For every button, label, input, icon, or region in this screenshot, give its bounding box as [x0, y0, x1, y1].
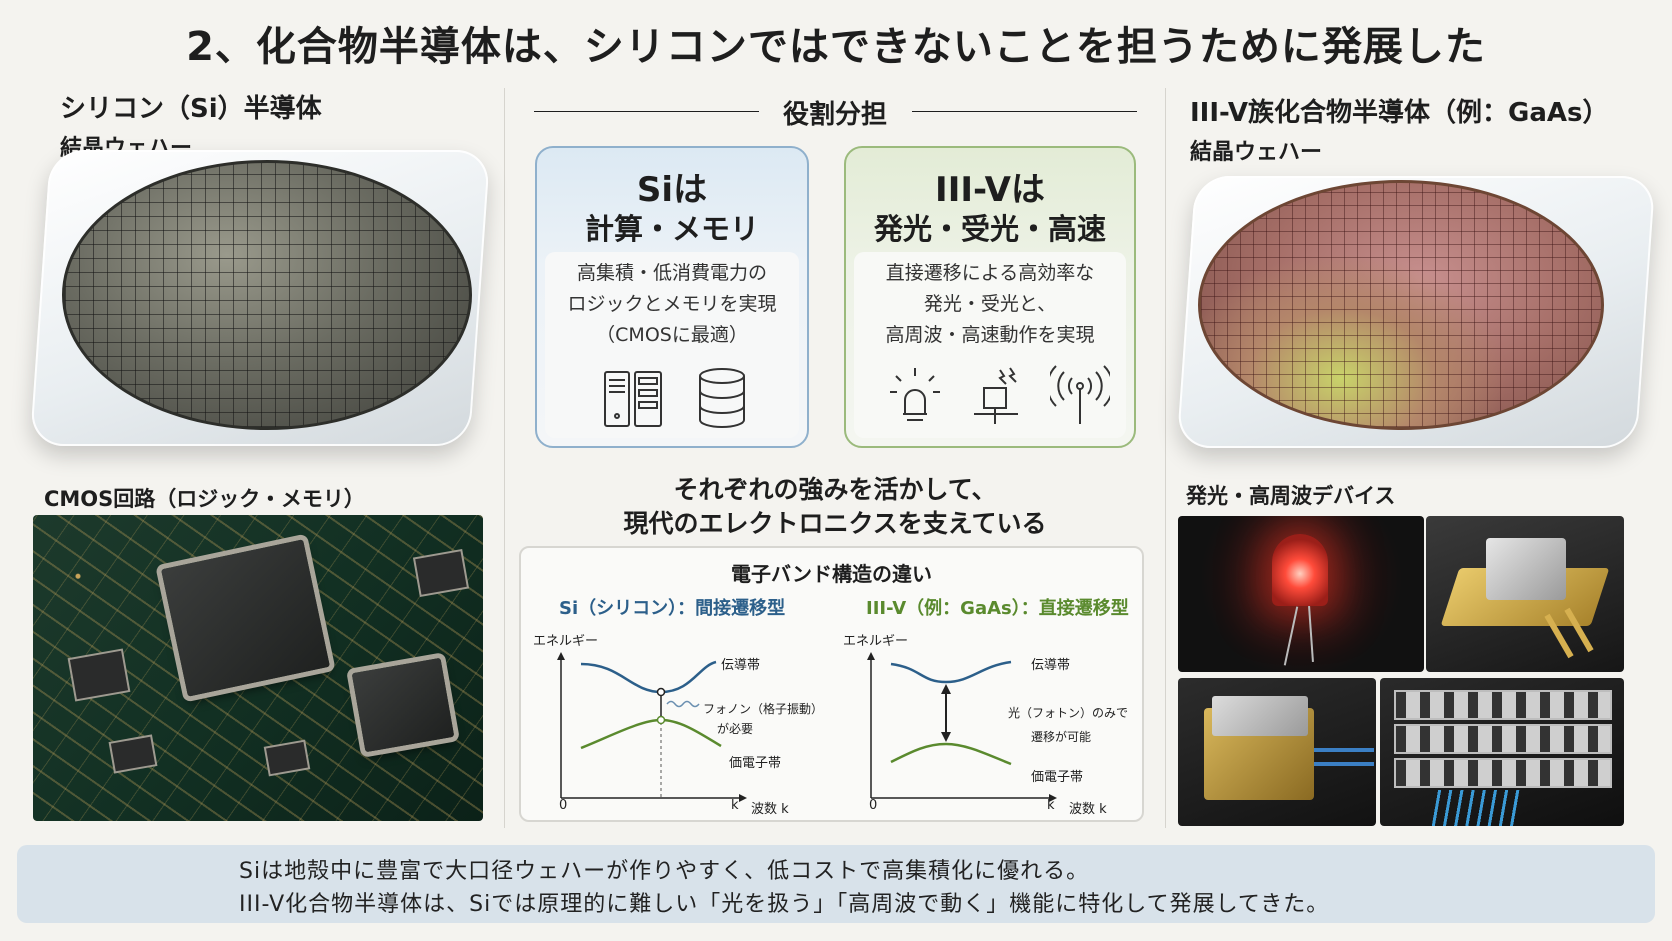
- si-conduction-band-label: 伝導帯: [721, 658, 761, 673]
- iii-v-photon-label-2: 遷移が可能: [1031, 730, 1092, 744]
- iii-v-role-desc-2: 発光・受光と、: [923, 293, 1057, 315]
- summary-line-2: III-V化合物半導体は、Siでは原理的に難しい「光を扱う」「高周波で動く」機能…: [239, 892, 1330, 917]
- photodetector-icon: [974, 367, 1018, 424]
- optical-module-lid: [1212, 696, 1308, 736]
- iii-v-band-heading: III-V（例：GaAs）：直接遷移型: [866, 598, 1129, 619]
- rack-unit: [1394, 724, 1612, 754]
- iii-v-conduction-band-label: 伝導帯: [1031, 658, 1071, 673]
- si-role-desc-3: （CMOSに最適）: [596, 324, 748, 346]
- si-heading: シリコン（Si）半導体: [60, 94, 322, 124]
- rf-package-photo: [1426, 516, 1624, 672]
- si-role-desc-panel: 高集積・低消費電力の ロジックとメモリを実現 （CMOSに最適）: [545, 252, 799, 438]
- iii-v-role-desc-3: 高周波・高速動作を実現: [885, 324, 1095, 346]
- section-rule-right: [912, 111, 1137, 112]
- si-energy-axis-label: エネルギー: [533, 634, 599, 649]
- small-chip: [266, 741, 308, 775]
- band-structure-panel: 電子バンド構造の違い Si（シリコン）：間接遷移型 III-V（例：GaAs）：…: [519, 546, 1144, 822]
- si-origin-label: 0: [559, 798, 568, 813]
- iii-v-band-diagram: [867, 652, 1057, 802]
- antenna-icon: [1050, 365, 1110, 424]
- center-message-line-1: それぞれの強みを活かして、: [673, 475, 997, 504]
- iii-v-role-title: III-Vは: [935, 170, 1045, 210]
- roles-section-title: 役割分担: [782, 100, 887, 130]
- si-phonon-label-2: が必要: [717, 722, 754, 736]
- rack-unit: [1394, 758, 1612, 788]
- iii-v-wavenumber-label: 波数 k: [1069, 802, 1107, 817]
- iii-v-k-label: k: [1047, 798, 1055, 813]
- page-title: 2、化合物半導体は、シリコンではできないことを担うために発展した: [186, 24, 1486, 70]
- cpu-chip: [161, 539, 330, 697]
- si-band-heading: Si（シリコン）：間接遷移型: [559, 598, 786, 619]
- small-chip: [110, 736, 156, 772]
- iii-v-role-desc-panel: 直接遷移による高効率な 発光・受光と、 高周波・高速動作を実現: [854, 252, 1126, 438]
- small-chip: [415, 551, 467, 595]
- memory-chip: [351, 657, 455, 753]
- iii-v-energy-axis-label: エネルギー: [843, 634, 909, 649]
- led-photo: [1178, 516, 1424, 672]
- rack-equipment-photo: [1380, 678, 1624, 826]
- server-icon: [604, 371, 662, 427]
- si-phonon-label-1: フォノン（格子振動）: [703, 702, 824, 716]
- iii-v-role-subtitle: 発光・受光・高速: [873, 212, 1106, 246]
- si-role-box: Siは 計算・メモリ 高集積・低消費電力の ロジックとメモリを実現 （CMOSに…: [535, 146, 809, 448]
- si-band-diagram: [557, 652, 747, 802]
- small-chip: [69, 650, 129, 700]
- si-role-subtitle: 計算・メモリ: [584, 212, 759, 246]
- light-bulb-icon: [890, 368, 940, 421]
- si-valence-band-label: 価電子帯: [729, 756, 782, 771]
- band-structure-title: 電子バンド構造の違い: [731, 562, 932, 586]
- si-role-desc-1: 高集積・低消費電力の: [576, 262, 767, 284]
- database-icon: [699, 368, 745, 428]
- gaas-wafer-image: [1198, 180, 1604, 430]
- si-role-title: Siは: [636, 170, 708, 210]
- iii-v-valence-band-label: 価電子帯: [1031, 770, 1084, 785]
- iii-v-heading: III-V族化合物半導体（例：GaAs）: [1190, 98, 1609, 128]
- si-wafer-image: [62, 160, 472, 430]
- led-lead: [1283, 606, 1299, 666]
- rf-package-lid: [1486, 538, 1566, 600]
- summary-footer: Siは地殻中に豊富で大口径ウェハーが作りやすく、低コストで高集積化に優れる。 I…: [17, 845, 1655, 923]
- center-message-line-2: 現代のエレクトロニクスを支えている: [623, 509, 1047, 538]
- optical-module-photo: [1178, 678, 1376, 826]
- si-role-desc-2: ロジックとメモリを実現: [567, 293, 777, 315]
- si-wavenumber-label: 波数 k: [751, 802, 789, 817]
- iii-v-wafer-label: 結晶ウェハー: [1190, 140, 1323, 165]
- iii-v-photon-label-1: 光（フォトン）のみで: [1008, 706, 1129, 720]
- rack-unit: [1394, 690, 1612, 720]
- cmos-circuit-label: CMOS回路（ロジック・メモリ）: [44, 487, 365, 511]
- optical-fiber: [1314, 748, 1374, 752]
- cmos-circuit-photo: [33, 515, 483, 821]
- iii-v-origin-label: 0: [869, 798, 878, 813]
- summary-line-1: Siは地殻中に豊富で大口径ウェハーが作りやすく、低コストで高集積化に優れる。: [239, 859, 1090, 884]
- iii-v-role-box: III-Vは 発光・受光・高速 直接遷移による高効率な 発光・受光と、 高周波・…: [844, 146, 1136, 448]
- led-lead: [1308, 605, 1314, 663]
- rack-cables: [1430, 790, 1520, 826]
- device-label: 発光・高周波デバイス: [1186, 484, 1396, 508]
- optical-fiber: [1314, 762, 1374, 766]
- left-column-divider: [504, 88, 505, 828]
- right-column-divider: [1165, 88, 1166, 828]
- iii-v-role-desc-1: 直接遷移による高効率な: [885, 262, 1095, 284]
- si-k-label: k: [731, 798, 739, 813]
- led-bulb: [1272, 534, 1328, 606]
- section-rule-left: [534, 111, 759, 112]
